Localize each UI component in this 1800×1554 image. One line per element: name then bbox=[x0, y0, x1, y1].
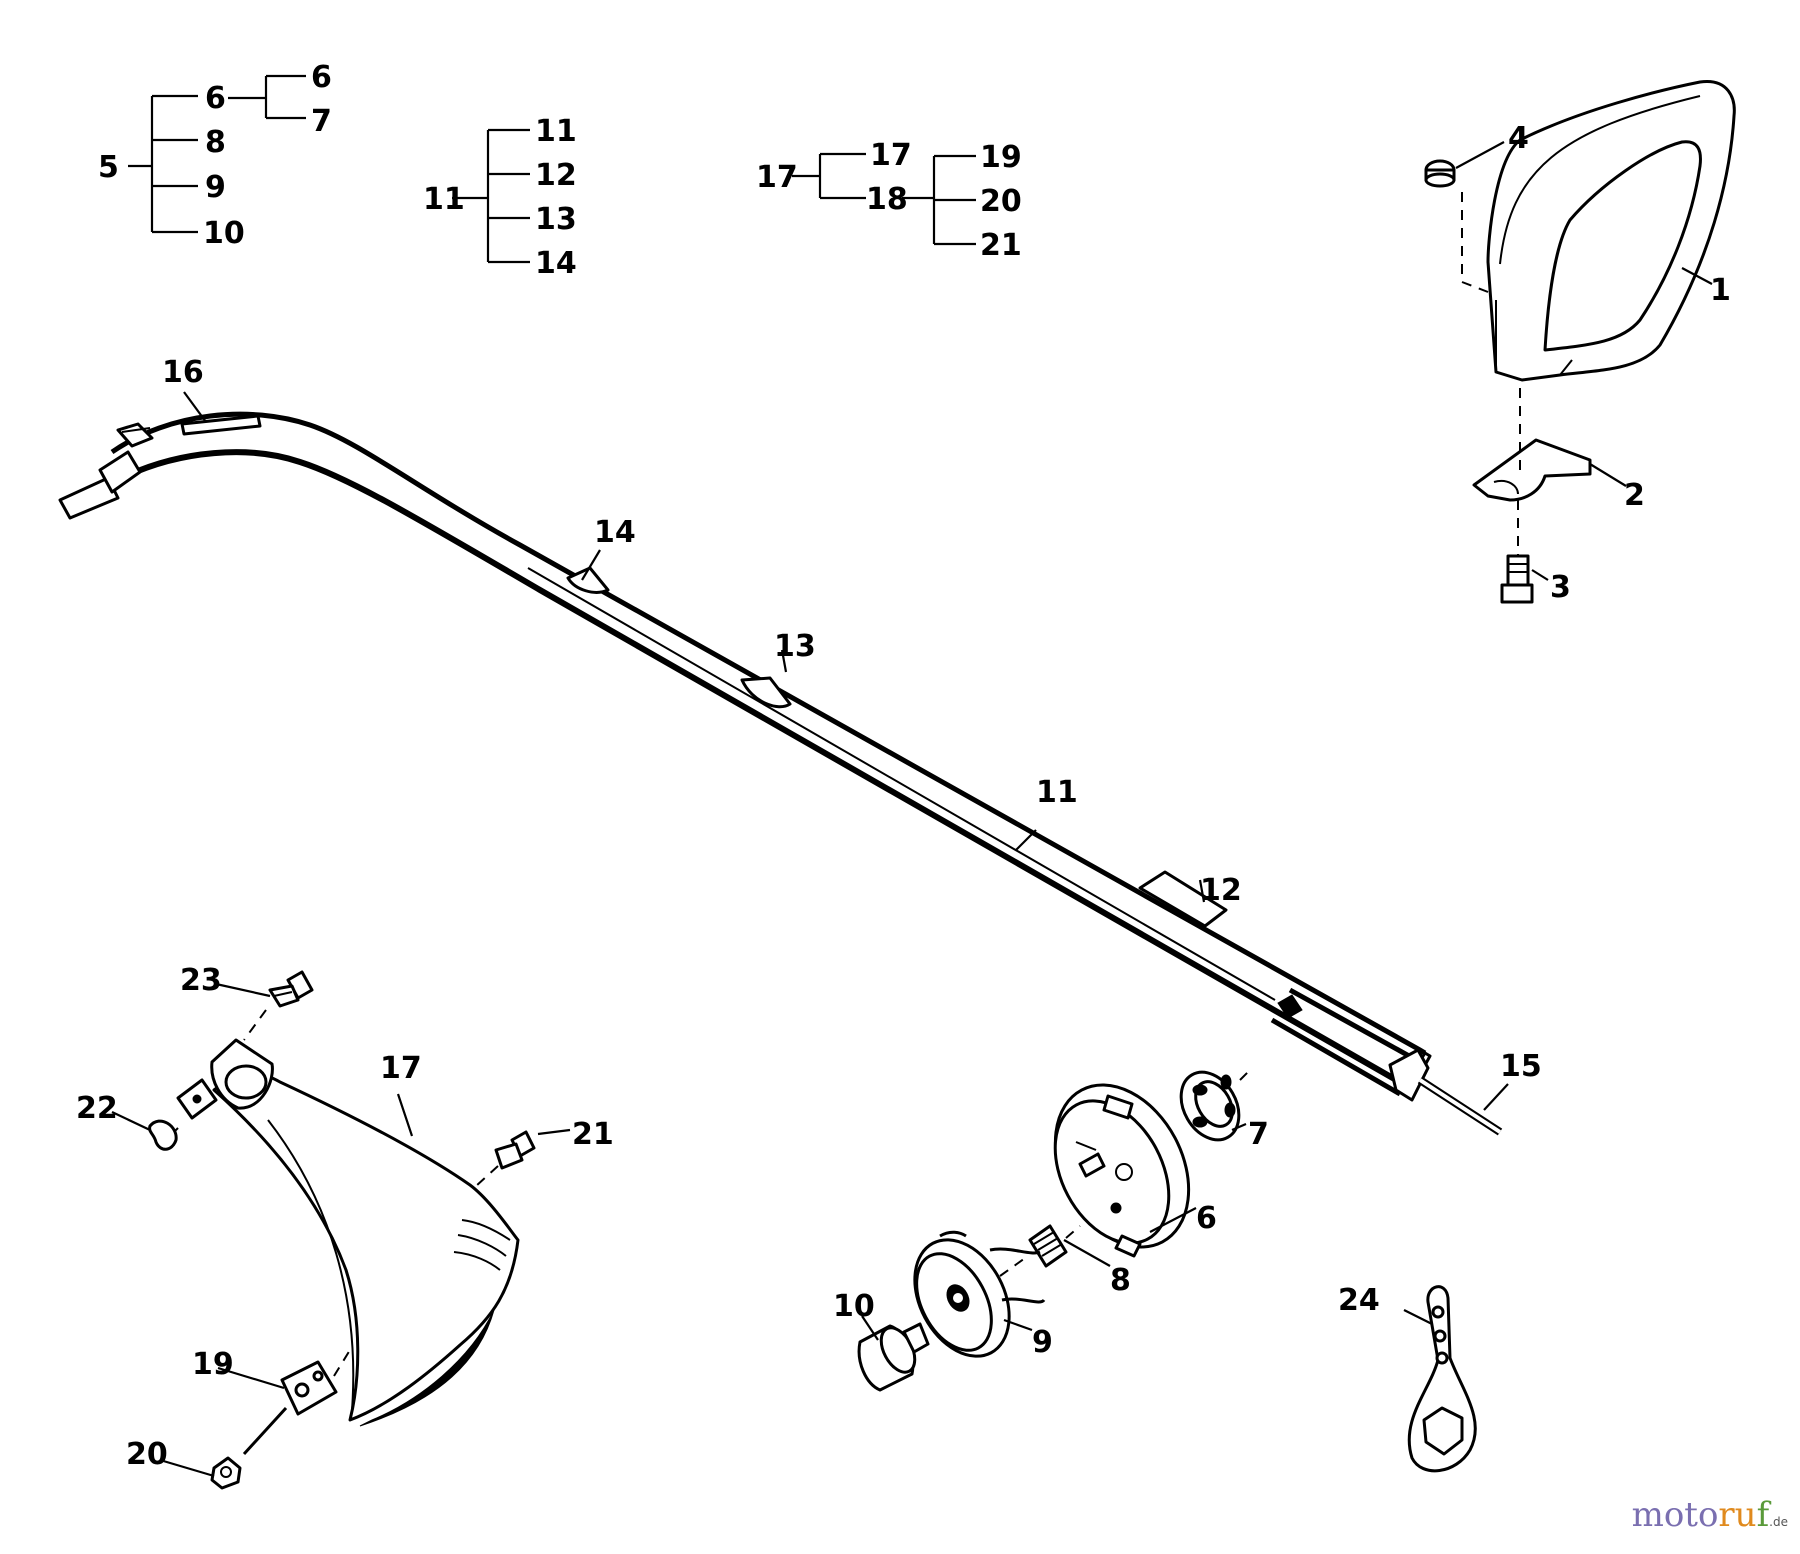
spring-part-8 bbox=[999, 1224, 1081, 1277]
callout-9: 9 bbox=[1032, 1325, 1053, 1360]
tree-child-13: 13 bbox=[535, 202, 577, 237]
callout-11: 11 bbox=[1036, 775, 1078, 810]
spool-housing-part-6 bbox=[1053, 1083, 1191, 1258]
knob-part-10 bbox=[857, 1322, 930, 1392]
trimmer-spool-part-9 bbox=[913, 1230, 1046, 1358]
front-handle bbox=[1486, 80, 1736, 382]
tree-child-6: 6 bbox=[205, 81, 226, 116]
callout-8: 8 bbox=[1110, 1263, 1131, 1298]
bearing-part-7 bbox=[1179, 1067, 1253, 1142]
tree-root-17: 17 bbox=[756, 160, 798, 195]
cutter-blade-part-19 bbox=[242, 1349, 351, 1456]
tree-group-17: 17 17 18 19 20 21 bbox=[756, 138, 1022, 263]
callout-7: 7 bbox=[1248, 1117, 1269, 1152]
callout-14: 14 bbox=[594, 515, 636, 550]
callout-17: 17 bbox=[380, 1051, 422, 1086]
tree-sub-21: 21 bbox=[980, 228, 1022, 263]
tree-sub-19: 19 bbox=[980, 140, 1022, 175]
callout-23: 23 bbox=[180, 963, 222, 998]
tree-child-11: 11 bbox=[535, 114, 577, 149]
tree-sub-6: 6 bbox=[311, 60, 332, 95]
callout-24: 24 bbox=[1338, 1283, 1380, 1318]
callout-10: 10 bbox=[833, 1289, 875, 1324]
tree-group-11: 11 11 12 13 14 bbox=[423, 114, 577, 281]
tree-child-14: 14 bbox=[535, 246, 577, 281]
callout-21: 21 bbox=[572, 1117, 614, 1152]
tree-sub-20: 20 bbox=[980, 184, 1022, 219]
callout-3: 3 bbox=[1550, 570, 1571, 605]
tree-child-18: 18 bbox=[866, 182, 908, 217]
callout-20: 20 bbox=[126, 1437, 168, 1472]
tree-root-5: 5 bbox=[98, 150, 119, 185]
watermark-part-1: moto bbox=[1631, 1495, 1719, 1535]
tree-root-11: 11 bbox=[423, 182, 465, 217]
wrench-part-24 bbox=[1407, 1285, 1477, 1473]
tree-child-12: 12 bbox=[535, 158, 577, 193]
tree-child-9: 9 bbox=[205, 170, 226, 205]
watermark-part-2: ru bbox=[1718, 1495, 1757, 1535]
callout-6: 6 bbox=[1196, 1201, 1217, 1236]
callout-leaders bbox=[111, 141, 1713, 1478]
screw-part-23 bbox=[243, 970, 314, 1041]
screw-part-21 bbox=[475, 1130, 536, 1187]
tree-sub-7: 7 bbox=[311, 104, 332, 139]
callout-19: 19 bbox=[192, 1347, 234, 1382]
tree-child-10: 10 bbox=[203, 216, 245, 251]
callout-2: 2 bbox=[1624, 478, 1645, 513]
tree-child-17: 17 bbox=[870, 138, 912, 173]
bolt-part-3 bbox=[1500, 500, 1534, 604]
clip-part-22 bbox=[148, 1119, 178, 1151]
tree-group-5: 5 6 8 9 10 6 7 bbox=[98, 60, 332, 251]
callout-13: 13 bbox=[774, 629, 816, 664]
nut-part-20 bbox=[210, 1456, 242, 1490]
tree-child-8: 8 bbox=[205, 125, 226, 160]
bracket-part-2 bbox=[1472, 388, 1592, 502]
callout-22: 22 bbox=[76, 1091, 118, 1126]
callout-15: 15 bbox=[1500, 1049, 1542, 1084]
callout-1: 1 bbox=[1710, 273, 1731, 308]
drive-shaft-tube bbox=[58, 411, 1503, 1136]
watermark-part-3: f bbox=[1756, 1495, 1770, 1535]
callout-4: 4 bbox=[1508, 121, 1529, 156]
callout-12: 12 bbox=[1200, 873, 1242, 908]
callout-labels: 1 2 3 4 6 7 8 9 10 11 12 13 14 15 16 17 … bbox=[76, 121, 1731, 1472]
watermark-suffix: .de bbox=[1769, 1515, 1788, 1529]
watermark-logo: motoruf.de bbox=[1632, 1495, 1788, 1535]
callout-16: 16 bbox=[162, 355, 204, 390]
nut-part-4 bbox=[1424, 159, 1489, 293]
